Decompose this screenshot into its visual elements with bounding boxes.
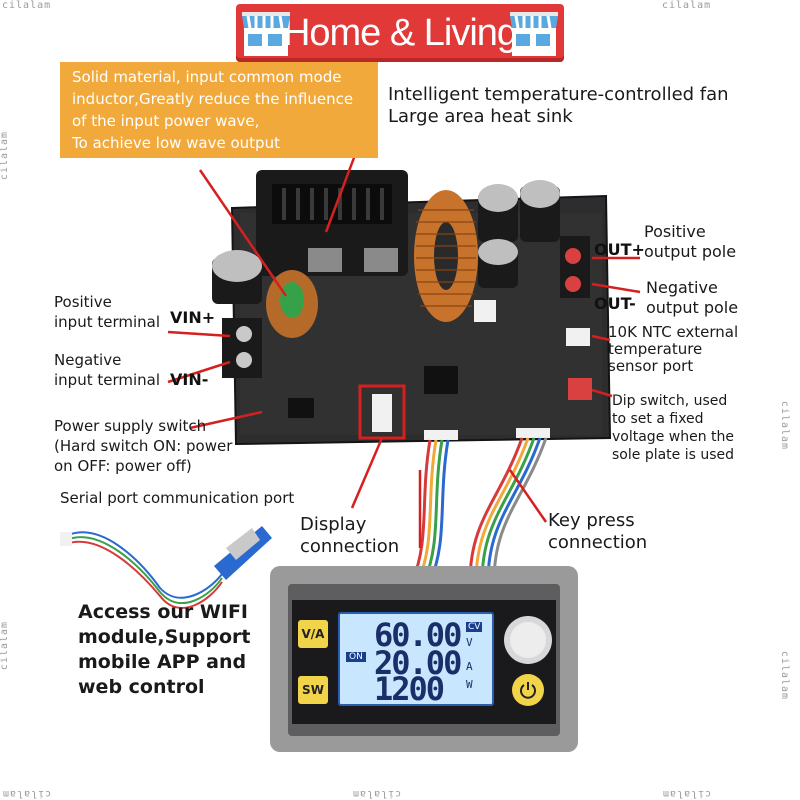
input-terminals xyxy=(222,318,262,378)
lcd-screen: CV ON 60.00 V 20.00 A 1200 W xyxy=(338,612,494,708)
chip xyxy=(288,398,314,418)
store-banner: Home & Living xyxy=(236,4,564,62)
fan-label-line: Large area heat sink xyxy=(388,106,573,127)
out-minus-tag: OUT- xyxy=(594,294,636,313)
label-line: sensor port xyxy=(608,357,694,375)
label-line: input terminal xyxy=(54,371,161,389)
key-connector xyxy=(516,428,550,438)
vin-minus-tag: VIN- xyxy=(170,370,209,389)
shop-icon xyxy=(510,12,558,56)
callout-line: inductor,Greatly reduce the influence xyxy=(72,90,354,108)
label-line: output pole xyxy=(646,298,739,317)
label-line: input terminal xyxy=(54,313,161,331)
label-line: Positive xyxy=(54,293,112,311)
label-line: web control xyxy=(78,676,205,698)
display-connector xyxy=(424,430,458,440)
callout-line: Solid material, input common mode xyxy=(72,68,342,86)
ntc-connector xyxy=(566,328,590,346)
voltage-unit: V xyxy=(466,636,473,649)
wifi-description: Access our WIFI module,Support mobile AP… xyxy=(78,600,251,700)
label-line: Positive xyxy=(644,222,706,241)
positive-input-label: Positive input terminal xyxy=(54,292,160,332)
banner-title: Home & Living xyxy=(282,11,518,54)
fan-label-line: Intelligent temperature-controlled fan xyxy=(388,84,729,105)
output-terminals xyxy=(560,236,590,298)
watermark: cilalam xyxy=(2,0,52,11)
label-line: on OFF: power off) xyxy=(54,457,192,475)
serial-port xyxy=(372,394,392,432)
key-connection-label: Key press connection xyxy=(548,510,647,554)
current-unit: A xyxy=(466,660,473,673)
label-line: connection xyxy=(300,536,400,557)
fan-heatsink xyxy=(256,170,408,276)
sw-button[interactable]: SW xyxy=(298,676,328,704)
label-line: Key press xyxy=(548,510,635,531)
on-badge: ON xyxy=(346,652,366,662)
ntc-label: 10K NTC external temperature sensor port xyxy=(608,324,738,375)
watermark: cilalam xyxy=(662,0,712,11)
display-connection-label: Display connection xyxy=(300,514,399,558)
toroid-inductor xyxy=(414,190,478,322)
cv-badge: CV xyxy=(466,622,483,632)
va-button[interactable]: V/A xyxy=(298,620,328,648)
current-readout: 20.00 xyxy=(374,644,462,682)
label-line: connection xyxy=(548,532,648,553)
label-line: Negative xyxy=(54,351,122,369)
positive-output-label: Positive output pole xyxy=(644,222,736,262)
label-line: temperature xyxy=(608,340,703,358)
pointer-lines xyxy=(167,109,641,548)
power-switch-label: Power supply switch (Hard switch ON: pow… xyxy=(54,416,232,476)
fan-label: Intelligent temperature-controlled fan L… xyxy=(388,84,729,128)
callout-line: of the input power wave, xyxy=(72,112,260,130)
connector xyxy=(474,300,496,322)
voltage-readout: 60.00 xyxy=(374,616,462,654)
shop-icon xyxy=(242,12,290,56)
callout-text: Solid material, input common mode induct… xyxy=(72,66,378,154)
label-line: Access our WIFI xyxy=(78,601,248,623)
callout-line: To achieve low wave output xyxy=(72,134,280,152)
wifi-module xyxy=(60,526,272,609)
out-plus-tag: OUT+ xyxy=(594,240,645,259)
label-line: Display xyxy=(300,514,367,535)
label-line: module,Support xyxy=(78,626,251,648)
label-line: Negative xyxy=(646,278,718,297)
label-line: output pole xyxy=(644,242,737,261)
callout-box xyxy=(60,62,378,158)
negative-input-label: Negative input terminal xyxy=(54,350,160,390)
label-line: voltage when the xyxy=(612,429,734,445)
power-readout: 1200 xyxy=(374,670,445,708)
display-cable xyxy=(410,439,450,583)
dip-label: Dip switch, used to set a fixed voltage … xyxy=(612,392,734,464)
serial-port-label: Serial port communication port xyxy=(60,489,295,507)
dip-switch xyxy=(568,378,592,400)
power-unit: W xyxy=(466,678,473,691)
label-line: 10K NTC external xyxy=(608,323,739,341)
capacitors xyxy=(212,180,560,304)
vin-plus-tag: VIN+ xyxy=(170,308,216,327)
label-line: mobile APP and xyxy=(78,651,247,673)
label-line: sole plate is used xyxy=(612,447,735,463)
label-line: to set a fixed xyxy=(612,411,704,427)
label-line: Dip switch, used xyxy=(612,393,728,409)
key-cable xyxy=(468,437,548,583)
power-icon[interactable] xyxy=(518,680,538,700)
negative-output-label: Negative output pole xyxy=(646,278,738,318)
label-line: (Hard switch ON: power xyxy=(54,437,233,455)
label-line: Power supply switch xyxy=(54,417,207,435)
chip xyxy=(424,366,458,394)
